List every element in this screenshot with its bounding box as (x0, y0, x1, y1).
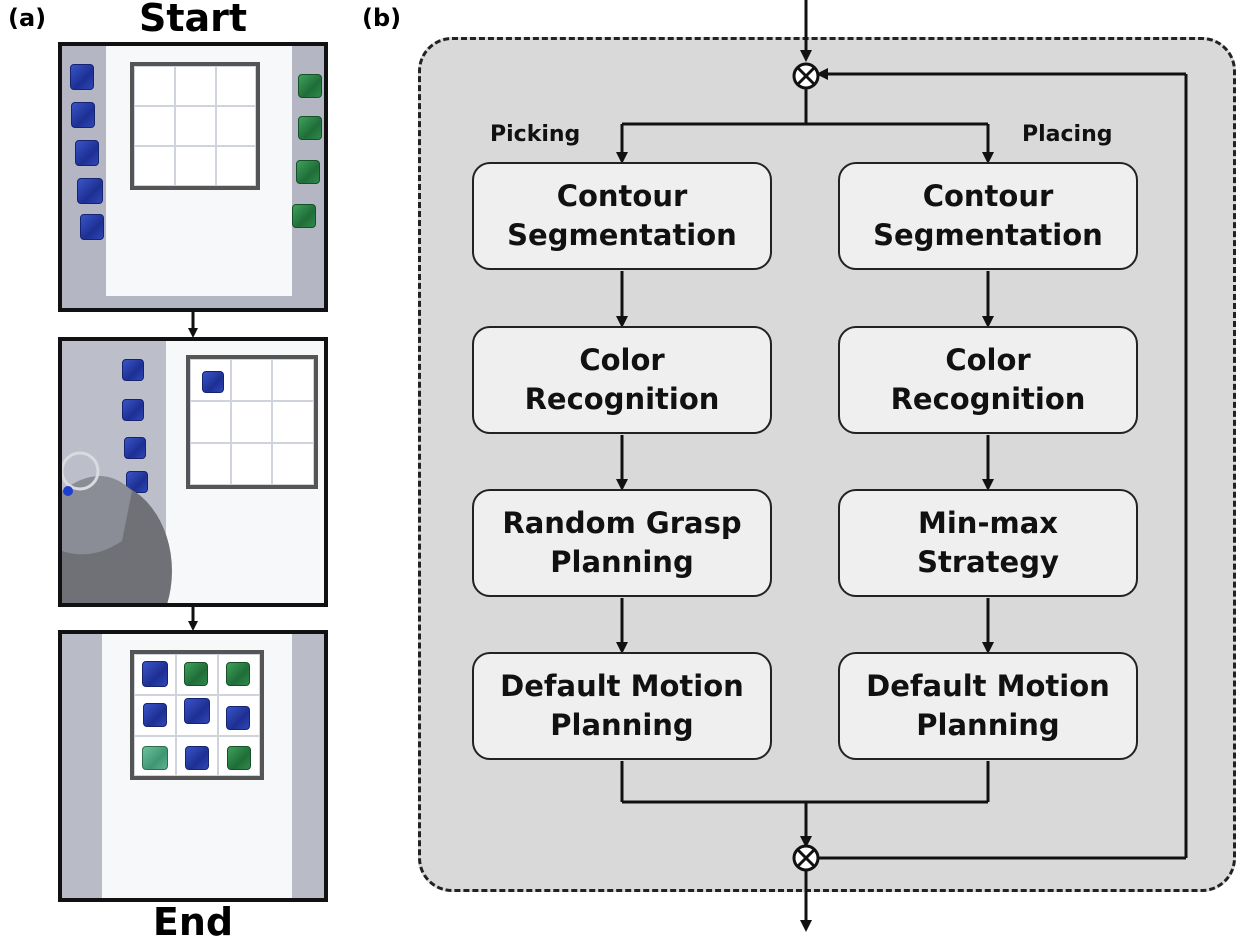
green-cube (298, 74, 322, 98)
blue-cube (124, 437, 146, 459)
picking-step-4: Default Motion Planning (472, 652, 772, 760)
blue-cube (184, 698, 210, 724)
end-label: End (152, 900, 234, 944)
green-cube (292, 204, 316, 228)
tic-tac-toe-board (130, 650, 264, 780)
placing-step-1: Contour Segmentation (838, 162, 1138, 270)
start-label: Start (138, 0, 248, 40)
tic-tac-toe-board (130, 62, 260, 190)
green-cube (296, 160, 320, 184)
picking-label: Picking (490, 122, 581, 147)
picking-step-3: Random Grasp Planning (472, 489, 772, 597)
blue-cube (143, 703, 167, 727)
summing-junction-icon (792, 62, 820, 90)
blue-cube (122, 359, 144, 381)
blue-cube (80, 214, 104, 240)
panel-b-label: (b) (362, 4, 402, 32)
picking-step-1: Contour Segmentation (472, 162, 772, 270)
picking-step-2: Color Recognition (472, 326, 772, 434)
photo-end (58, 630, 328, 902)
photo-start (58, 42, 328, 312)
green-cube (298, 116, 322, 140)
blue-cube (126, 471, 148, 493)
blue-cube (185, 746, 209, 770)
placing-step-3: Min-max Strategy (838, 489, 1138, 597)
tic-tac-toe-board (186, 355, 318, 489)
blue-cube (226, 706, 250, 730)
placing-label: Placing (1022, 122, 1113, 147)
panel-a-label: (a) (8, 4, 47, 32)
blue-cube (122, 399, 144, 421)
photo-progress (58, 337, 328, 607)
placing-step-4: Default Motion Planning (838, 652, 1138, 760)
blue-cube (202, 371, 224, 393)
green-cube (142, 746, 168, 770)
summing-junction-icon (792, 844, 820, 872)
green-cube (226, 662, 250, 686)
blue-cube (70, 64, 94, 90)
green-cube (227, 746, 251, 770)
blue-cube (142, 661, 168, 687)
robot-gripper-icon (62, 451, 172, 603)
green-cube (184, 662, 208, 686)
blue-cube (77, 178, 103, 204)
blue-cube (75, 140, 99, 166)
placing-step-2: Color Recognition (838, 326, 1138, 434)
blue-cube (71, 102, 95, 128)
